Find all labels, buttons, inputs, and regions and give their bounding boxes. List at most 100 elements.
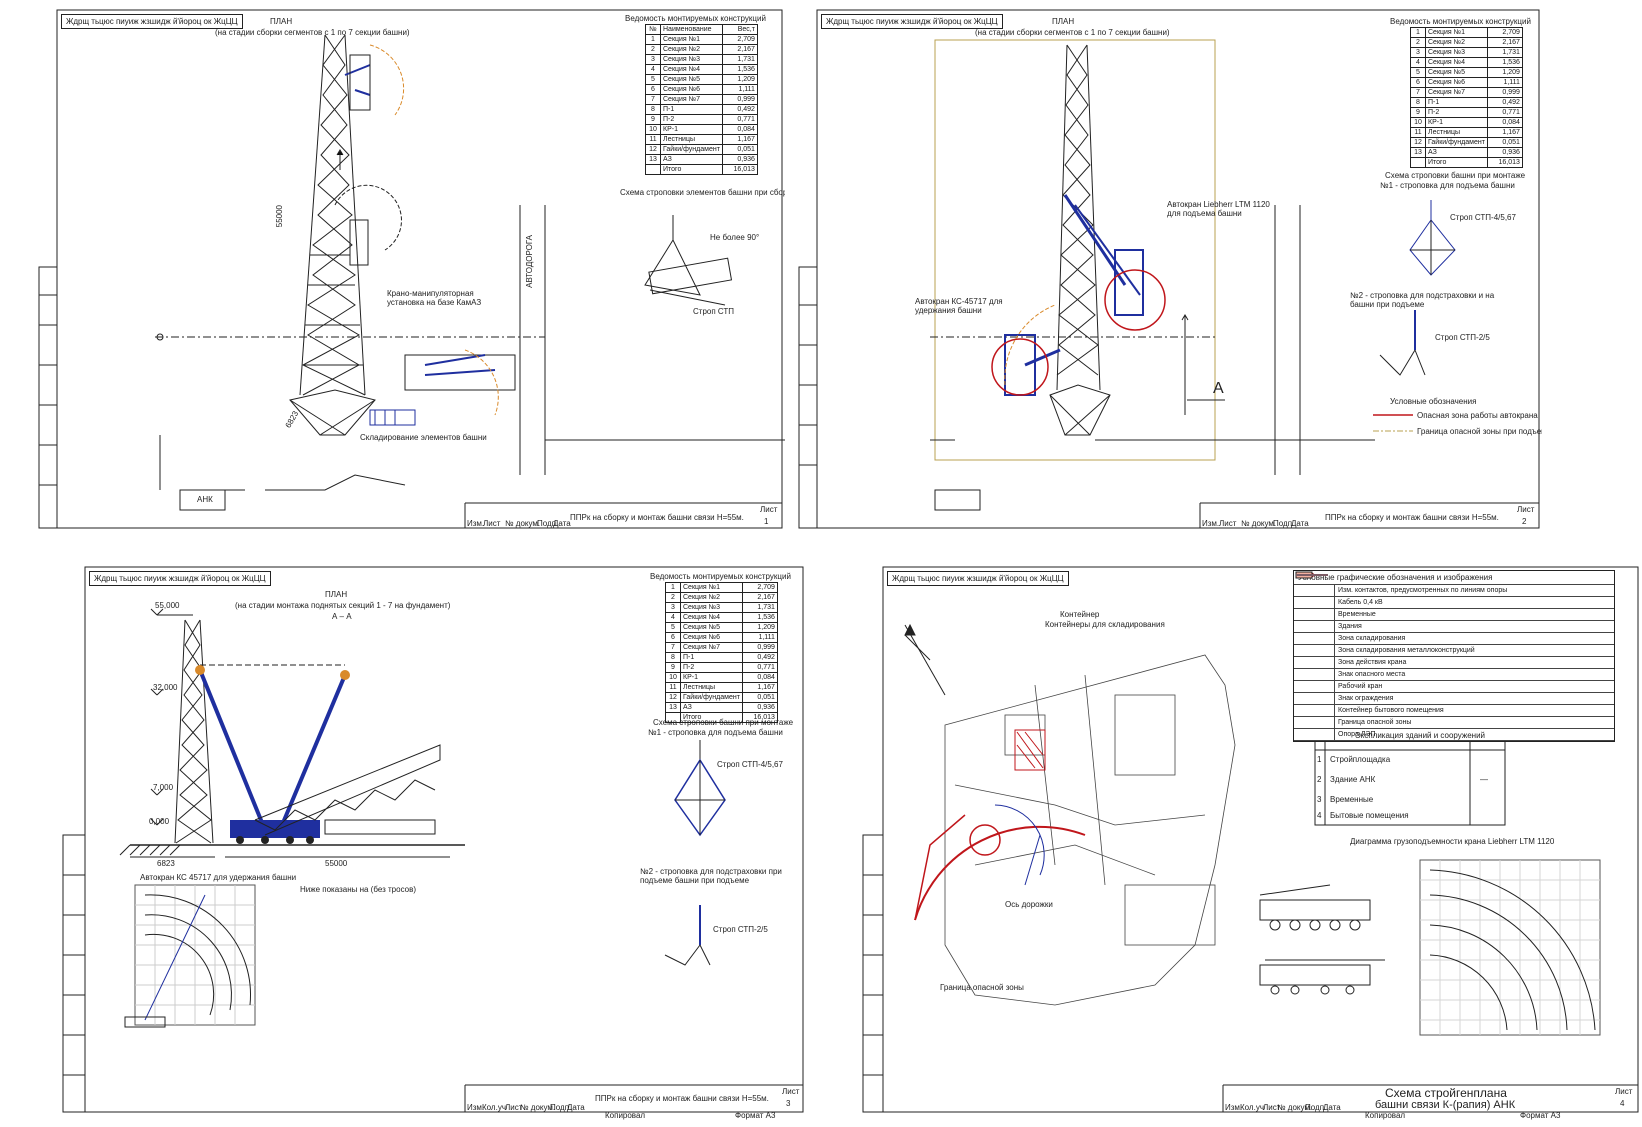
sheet-1-sheet-no: 1 [764,517,769,526]
sheet-3-dim-span: 55000 [325,859,348,868]
sheet-4-tb-cell: Лист [1263,1103,1281,1112]
sheet-2-sling1: Строп СТП-4/5,67 [1450,213,1516,222]
table-row: 3 [1317,795,1322,804]
sheet-2-table-title: Ведомость монтируемых конструкций [1390,17,1531,26]
sheet-3-elev-mid: 32,000 [153,683,178,692]
legend-row: Временные [1294,609,1614,621]
sheet-1-crane-label: Крано-манипуляторная установка на базе К… [387,289,482,307]
legend-row: Здания [1294,571,1614,633]
sheet-3-tb-cell: Лист [505,1103,523,1112]
sheet-3-graph-label: Автокран КС 45717 для удержания башни [140,873,297,882]
sheet-2-sheet-no: 2 [1522,517,1527,526]
sheet-2-sling2: Строп СТП-2/5 [1435,333,1490,342]
table-row: Стройплощадка [1330,755,1391,764]
table-row: 2 [1317,775,1322,784]
legend-row: Контейнер бытового помещения [1294,571,1614,717]
sheet-4-tb-cell: № докум. [1277,1103,1313,1112]
sheet-1-tb-cell: Подп. [537,519,559,528]
sheet-3-format: Формат А3 [735,1111,776,1120]
table-row: 1 [1317,755,1322,764]
drawing-sheet-4[interactable]: Ждрщ тьцюс пиуиж жзшидж й'йороц ок ЖцЦЦ … [855,565,1640,1120]
sheet-1-schema-title: Схема строповки элементов башни при сбор… [620,188,785,197]
drawing-sheet-2[interactable]: Ждрщ тьцюс пиуиж жзшидж й'йороц ок ЖцЦЦ … [795,5,1542,530]
sheet-1-height-dim: 55000 [275,205,284,228]
table-row: Здание АНК [1330,775,1376,784]
sheet-3-note: Ниже показаны на (без тросов) [300,885,417,894]
sheet-3-elev-zero: 0,000 [149,817,170,826]
sheet-2-stamp: Ждрщ тьцюс пиуиж жзшидж й'йороц ок ЖцЦЦ [821,14,1003,29]
sheet-3-schema-title: Схема строповки башни при монтаже [653,718,794,727]
sheet-3-tb-cell: Изм. [467,1103,485,1112]
legend-row: Рабочий кран [1294,573,1614,693]
sheet-3-sheet-no: 3 [786,1099,791,1108]
sheet-3-tb-cell: № докум. [520,1103,556,1112]
sheet-1-sling-label: Строп СТП [693,307,735,316]
sheet-2-schema-sub1: №1 - строповка для подъема башни [1380,181,1515,190]
sheet-4-zone-label: Граница опасной зоны [940,983,1024,992]
sheet-4-stamp: Ждрщ тьцюс пиуиж жзшидж й'йороц ок ЖцЦЦ [887,571,1069,586]
sheet-2-tb-cell: Подп. [1273,519,1295,528]
sheet-2-title-text: ППРк на сборку и монтаж башни связи Н=55… [1325,513,1499,522]
sheet-4-tb-cell: Изм. [1225,1103,1243,1112]
sheet-1-tb-cell: Лист [483,519,501,528]
sheet-3-title-text: ППРк на сборку и монтаж башни связи Н=55… [595,1094,769,1103]
sheet-2-tb-cell: Изм. [1202,519,1220,528]
legend-row: Кабель 0,4 кВ [1294,574,1614,609]
sheet-3-plan-subtitle: (на стадии монтажа поднятых секций 1 - 7… [235,601,451,610]
sheet-1-road-label: АВТОДОРОГА [525,235,534,288]
sheet-4-legend-title: Условные графические обозначения и изобр… [1294,571,1614,585]
sheet-4-title-text: Схема стройгенплана [1385,1086,1507,1100]
sheet-2-crane2-label: Автокран КС-45717 для удержания башни [915,297,1003,315]
sheet-3-table-title: Ведомость монтируемых конструкций [650,572,791,581]
sheet-2-schema-sub2: №2 - строповка для подстраховки и на баш… [1350,291,1495,309]
sheet-4-title-text2: башни связи К-(рапия) АНК [1375,1099,1516,1111]
sheet-1-ank-label: АНК [197,495,213,504]
sheet-4-axis-label: Ось дорожки [1005,900,1053,909]
sheet-2-sheet-label: Лист [1517,505,1535,514]
sheet-4-format: Формат А3 [1520,1111,1561,1120]
sheet-3-plan-title: ПЛАН [325,590,348,599]
sheet-4-crane-graph-title: Диаграмма грузоподъемности крана Liebher… [1350,837,1555,846]
sheet-4-storage-label: Контейнеры для складирования [1045,620,1165,629]
table-row: Бытовые помещения [1330,811,1409,820]
legend-row: Граница опасной зоны [1294,574,1614,729]
sheet-2-tb-cell: Дата [1291,519,1309,528]
drawing-sheet-1[interactable]: Ждрщ тьцюс пиуиж жзшидж й'йороц ок ЖцЦЦ … [25,5,785,530]
sheet-1-storage-label: Складирование элементов башни [360,433,487,442]
sheet-4-tb-cell: Подп. [1305,1103,1327,1112]
sheet-4-tb-cell: Дата [1323,1103,1341,1112]
sheet-2-legend-red: Опасная зона работы автокрана [1417,411,1538,420]
drawing-sheet-3[interactable]: Ждрщ тьцюс пиуиж жзшидж й'йороц ок ЖцЦЦ … [45,565,805,1120]
legend-row: Знак ограждения [1294,574,1614,705]
sheet-1-tb-cell: Изм. [467,519,485,528]
sheet-1-title-text: ППРк на сборку и монтаж башни связи Н=55… [570,513,744,522]
sheet-4-tb-cell: Кол.уч [1240,1103,1264,1112]
sheet-1-stamp: Ждрщ тьцюс пиуиж жзшидж й'йороц ок ЖцЦЦ [61,14,243,29]
sheet-4-legend: Условные графические обозначения и изобр… [1293,570,1615,742]
sheet-3-stamp: Ждрщ тьцюс пиуиж жзшидж й'йороц ок ЖцЦЦ [89,571,271,586]
table-row: 4 [1317,811,1322,820]
